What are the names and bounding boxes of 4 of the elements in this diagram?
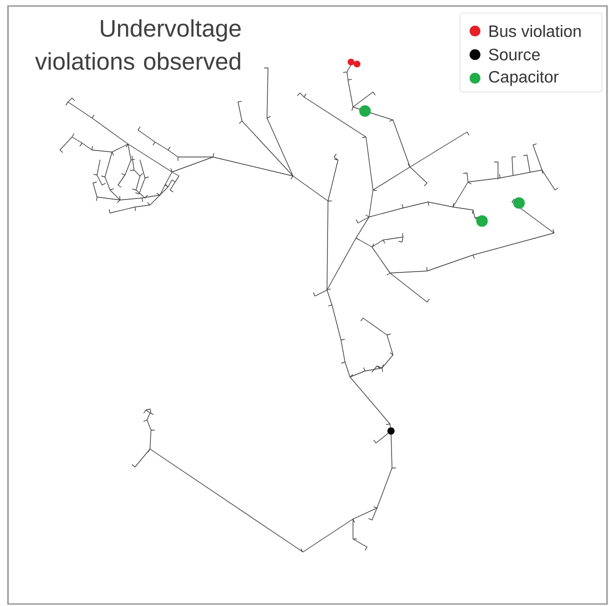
title: Undervoltage violations observed [35,19,241,70]
legend-label: Bus violation [490,24,581,38]
legend-label: Capacitor [489,70,559,86]
legend-label: Source [488,48,540,60]
